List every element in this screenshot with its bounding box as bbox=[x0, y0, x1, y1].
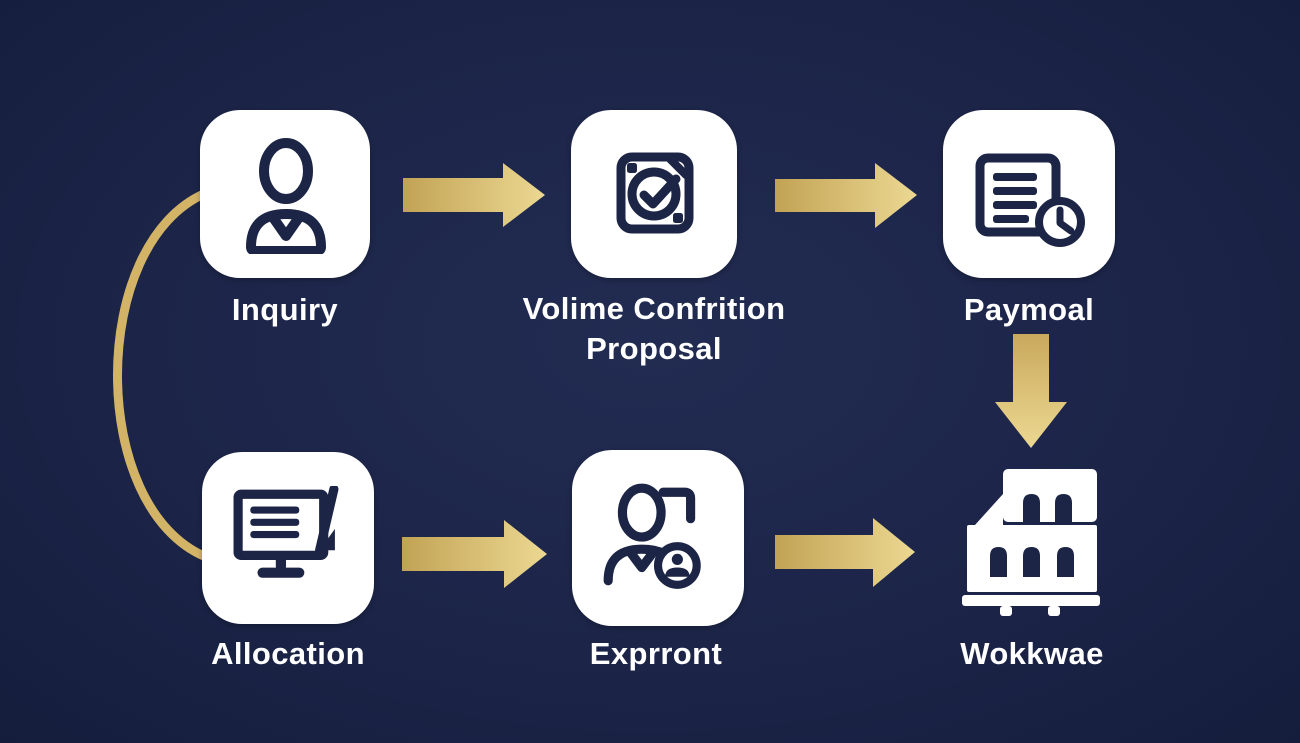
warehouse-building-icon bbox=[962, 469, 1100, 616]
person-badge-icon bbox=[603, 483, 701, 589]
step-label-allocation: Allocation bbox=[211, 636, 365, 671]
step-label-proposal: Volime Confrition Proposal bbox=[454, 289, 854, 369]
arrow-right-inquiry-proposal bbox=[403, 163, 545, 227]
invoice-clock-icon bbox=[975, 153, 1085, 247]
curve-connector-inquiry-allocation bbox=[113, 188, 211, 562]
step-label-warehouse: Wokkwae bbox=[960, 636, 1104, 671]
arrow-right-allocation-export bbox=[402, 520, 547, 588]
person-icon bbox=[246, 138, 326, 254]
step-label-proposal-line1: Volime Confrition bbox=[522, 291, 786, 326]
step-label-export: Exprront bbox=[589, 636, 723, 671]
arrow-down-payment-warehouse bbox=[995, 334, 1067, 448]
presentation-board-icon bbox=[233, 486, 339, 578]
step-card-export bbox=[572, 450, 744, 626]
step-label-proposal-line2: Proposal bbox=[586, 331, 722, 366]
arrow-right-export-warehouse bbox=[775, 518, 915, 587]
approved-document-icon bbox=[616, 152, 694, 234]
step-label-inquiry: Inquiry bbox=[231, 292, 339, 327]
step-label-payment: Paymoal bbox=[963, 292, 1095, 327]
arrow-right-proposal-payment bbox=[775, 163, 917, 228]
